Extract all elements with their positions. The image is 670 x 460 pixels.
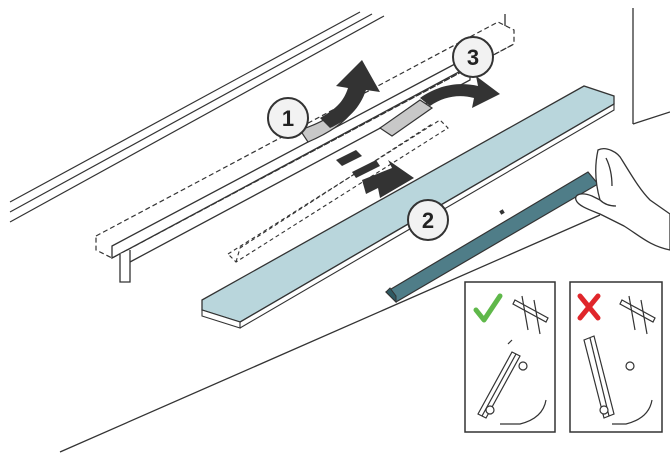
cross-mark-icon	[577, 293, 601, 321]
arrow-step-2	[336, 150, 414, 198]
svg-text:1: 1	[282, 106, 294, 131]
step-badge-3: 3	[452, 36, 494, 78]
svg-text:3: 3	[467, 45, 479, 70]
shelf-profile	[111, 14, 506, 283]
step-badge-2: 2	[407, 199, 449, 241]
svg-text:2: 2	[422, 208, 434, 233]
inset-correct	[464, 281, 556, 433]
rail-ghost-outline	[227, 119, 449, 263]
arrow-step-1	[320, 60, 380, 128]
step-badge-1: 1	[267, 97, 309, 139]
hand-illustration	[575, 148, 670, 251]
wall-edge-lines	[9, 11, 385, 223]
check-mark-icon	[473, 293, 503, 323]
arrow-step-3	[420, 76, 500, 108]
inset-incorrect	[569, 281, 663, 433]
room-corner-lines	[59, 8, 670, 453]
